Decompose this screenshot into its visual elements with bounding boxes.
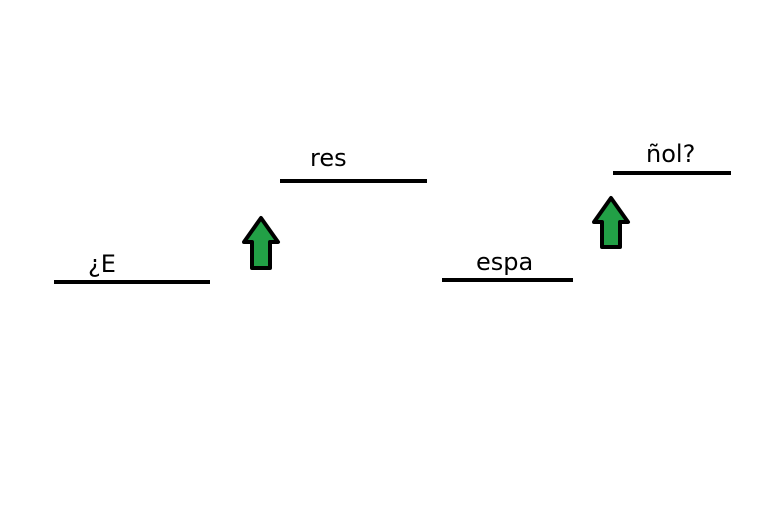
step-3-text: espa bbox=[476, 248, 533, 276]
step-2-text: res bbox=[310, 144, 347, 172]
step-4: ñol? bbox=[613, 140, 731, 175]
up-arrow-icon bbox=[592, 196, 630, 249]
up-arrow-icon bbox=[242, 216, 280, 270]
step-1: ¿E bbox=[54, 250, 210, 284]
up-arrow-icon-shape bbox=[592, 196, 630, 249]
step-4-text: ñol? bbox=[646, 140, 695, 168]
step-2: res bbox=[280, 144, 427, 183]
up-arrow-icon-shape bbox=[242, 216, 280, 270]
step-3: espa bbox=[442, 248, 573, 282]
step-1-text: ¿E bbox=[88, 250, 116, 278]
